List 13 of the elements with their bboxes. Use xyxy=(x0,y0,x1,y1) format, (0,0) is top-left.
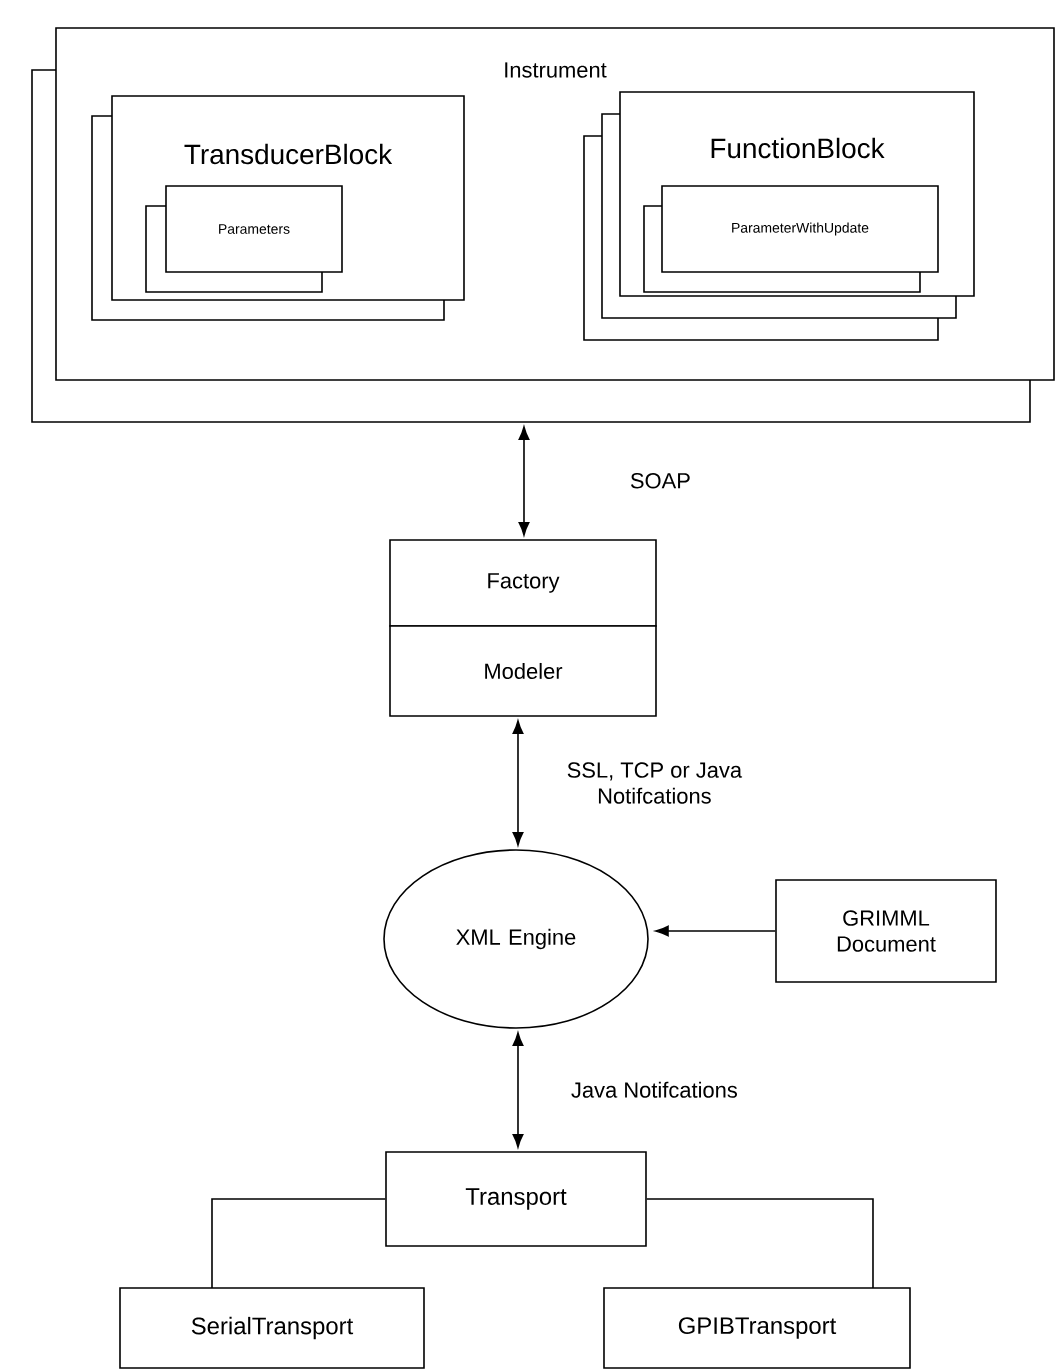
document-box: GRIMML Document xyxy=(775,879,997,983)
transport-box: Transport xyxy=(385,1151,647,1247)
arrow xyxy=(518,426,530,536)
factory-box: Factory xyxy=(389,539,657,627)
transport-box: SerialTransport xyxy=(119,1287,425,1369)
arrow xyxy=(512,720,524,846)
transport-box: GPIBTransport xyxy=(603,1287,911,1369)
edge-label: Java Notifcations xyxy=(571,1081,737,1098)
modeler-box: Modeler xyxy=(389,625,657,717)
arrow xyxy=(655,925,776,937)
edge-label: SSL, TCP or Java Notifcations xyxy=(567,762,743,804)
arrow xyxy=(512,1032,524,1148)
edge-label: SOAP xyxy=(630,473,690,489)
